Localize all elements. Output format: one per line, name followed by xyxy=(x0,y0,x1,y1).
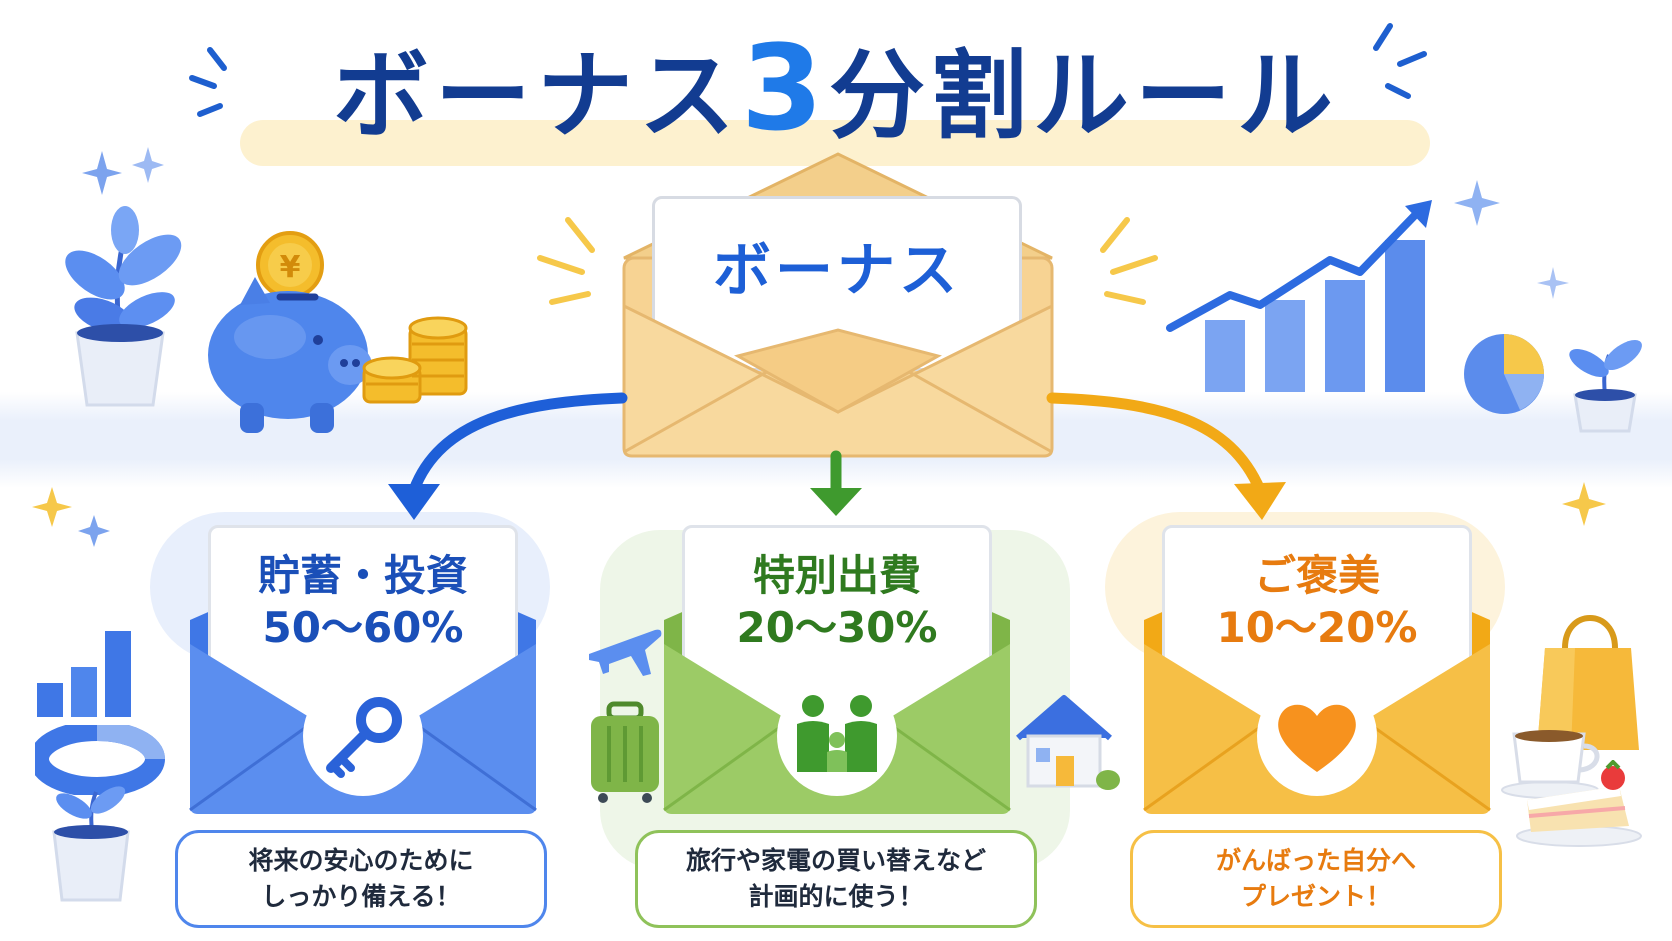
reward-description: がんばった自分へ プレゼント！ xyxy=(1130,830,1502,928)
reward-percent: 10〜20% xyxy=(1216,603,1418,652)
title-number: 3 xyxy=(740,19,830,157)
sparkle-icon xyxy=(1454,180,1500,226)
shopping-bag-icon xyxy=(1537,615,1639,750)
special-percent: 20〜30% xyxy=(736,603,938,652)
sparkle-icon xyxy=(82,147,164,195)
svg-text:¥: ¥ xyxy=(280,250,301,285)
savings-description-line: しっかり備える！ xyxy=(261,882,461,911)
sparkle-dashes-left-icon xyxy=(189,47,227,117)
savings-description-line: 将来の安心のために xyxy=(248,846,474,875)
sparkle-dashes-right-icon xyxy=(1373,23,1427,99)
title-text-after: 分割ルール xyxy=(829,40,1340,152)
piggy-bank-icon: ¥ xyxy=(208,231,372,433)
bonus-label: ボーナス xyxy=(712,236,961,304)
special-name: 特別出費 xyxy=(752,551,921,600)
small-plant-icon xyxy=(52,786,130,902)
bonus-envelope-front xyxy=(622,303,1054,458)
sparkle-icon xyxy=(1537,267,1569,299)
strawberry-cake-icon xyxy=(1516,760,1642,847)
family-icon xyxy=(797,695,877,772)
ray-lines-left-icon xyxy=(537,217,595,305)
special-description-line: 旅行や家電の買い替えなど xyxy=(685,846,986,875)
savings-percent: 50〜60% xyxy=(262,603,464,652)
savings-envelope-front xyxy=(189,644,537,814)
special-envelope-front xyxy=(663,644,1011,814)
potted-plant-icon xyxy=(65,206,182,407)
reward-name: ご褒美 xyxy=(1253,551,1380,600)
donut-chart-icon xyxy=(35,725,165,795)
page-title: ボーナス3分割ルール xyxy=(0,28,1672,156)
airplane-icon xyxy=(589,629,662,676)
ray-lines-right-icon xyxy=(1100,217,1158,305)
title-text-before: ボーナス xyxy=(332,40,741,152)
sprout-plant-icon xyxy=(1569,339,1642,433)
special-label: 特別出費 20〜30% xyxy=(682,550,992,654)
savings-description: 将来の安心のために しっかり備える！ xyxy=(175,830,547,928)
pie-chart-icon xyxy=(1464,334,1544,414)
growth-chart-icon xyxy=(1166,200,1432,392)
bar-chart-icon xyxy=(37,631,131,717)
reward-description-line: プレゼント！ xyxy=(1240,882,1391,911)
special-description-line: 計画的に使う！ xyxy=(748,882,924,911)
special-description: 旅行や家電の買い替えなど 計画的に使う！ xyxy=(635,830,1037,928)
savings-label: 貯蓄・投資 50〜60% xyxy=(208,550,518,654)
reward-description-line: がんばった自分へ xyxy=(1215,846,1416,875)
coin-stack-icon xyxy=(362,316,468,404)
sparkle-icon xyxy=(32,487,110,547)
house-icon xyxy=(1016,695,1120,790)
suitcase-icon xyxy=(591,701,659,803)
reward-envelope-front xyxy=(1143,644,1491,814)
reward-label: ご褒美 10〜20% xyxy=(1162,550,1472,654)
savings-name: 貯蓄・投資 xyxy=(257,551,468,600)
heart-icon xyxy=(1278,704,1356,772)
sparkle-icon xyxy=(1562,482,1606,526)
key-icon xyxy=(326,697,402,778)
